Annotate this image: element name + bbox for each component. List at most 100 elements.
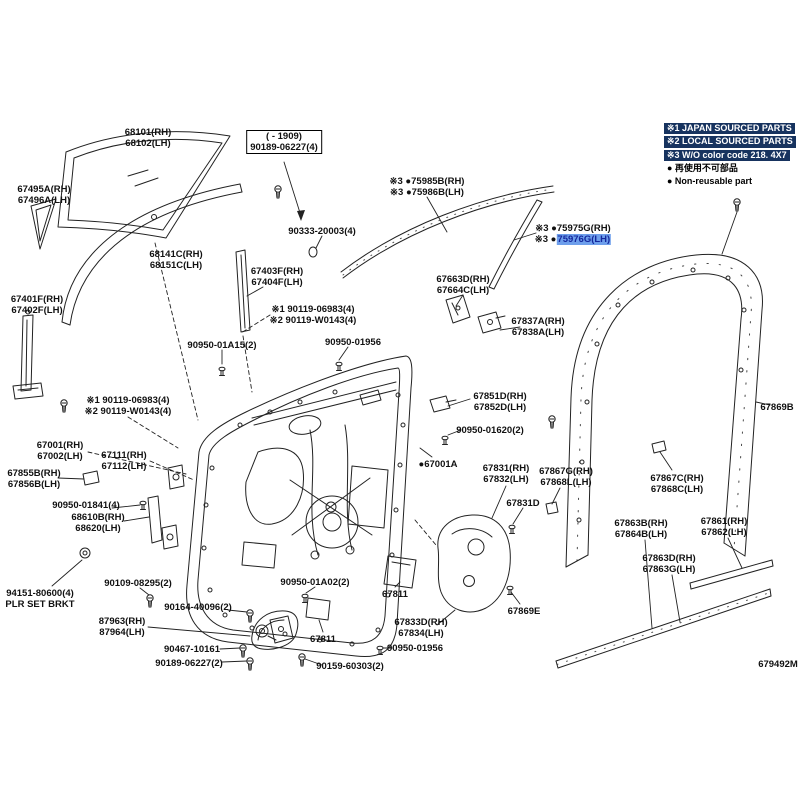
part-label-sash-left[interactable]: 67401F(RH)67402F(LH) bbox=[11, 294, 63, 316]
part-label-line: 67868L(LH) bbox=[540, 477, 592, 489]
part-label-armrest-67811-a[interactable]: 67811 bbox=[310, 634, 336, 645]
legend-item: ※2 LOCAL SOURCED PARTS bbox=[664, 136, 796, 148]
part-label-line: 94151-80600(4) bbox=[6, 588, 74, 599]
part-label-screw-10161[interactable]: 90467-10161 bbox=[164, 644, 220, 655]
part-label-line: 67831D bbox=[506, 498, 540, 509]
top-molding-part bbox=[340, 185, 555, 279]
part-label-line: 67869B bbox=[760, 402, 794, 413]
part-label-line: 67111(RH) bbox=[101, 450, 147, 461]
part-label-line: 67868C(LH) bbox=[650, 484, 704, 496]
legend: ※1 JAPAN SOURCED PARTS※2 LOCAL SOURCED P… bbox=[664, 123, 796, 187]
part-label-belt-67861[interactable]: 67861(RH)67862(LH) bbox=[701, 516, 747, 538]
part-label-clip-01a15[interactable]: 90950-01A15(2) bbox=[187, 340, 256, 351]
part-label-line: PLR SET BRKT bbox=[5, 599, 75, 611]
part-label-line: 67855B(RH) bbox=[7, 468, 61, 479]
corner-garnish-part bbox=[30, 198, 57, 250]
part-label-bolt-set-2[interactable]: ※1 90119-06983(4)※2 90119-W0143(4) bbox=[85, 395, 172, 417]
part-label-line: 67496A(LH) bbox=[17, 195, 71, 207]
part-label-molding-top[interactable]: ※3 ●75985B(RH)※3 ●75986B(LH) bbox=[390, 176, 465, 198]
part-label-mirror-87963[interactable]: 87963(RH)87964(LH) bbox=[99, 616, 145, 638]
part-label-line: 90164-40096(2) bbox=[164, 602, 232, 613]
part-label-frame-67111[interactable]: 67111(RH)67112(LH) bbox=[101, 450, 146, 472]
part-label-line: 68620(LH) bbox=[75, 523, 121, 535]
part-label-check-67851[interactable]: 67851D(RH)67852D(LH) bbox=[473, 391, 526, 413]
part-label-line: 67862(LH) bbox=[701, 527, 747, 539]
part-label-part-67001a[interactable]: ●67001A bbox=[418, 459, 457, 470]
part-label-line: 90950-01956 bbox=[387, 643, 443, 654]
part-label-line: ●67001A bbox=[418, 459, 458, 470]
part-label-clip-01956-a[interactable]: 90950-01956 bbox=[325, 337, 381, 348]
part-label-line: 68102(LH) bbox=[125, 138, 171, 150]
part-label-glass[interactable]: 68101(RH)68102(LH) bbox=[125, 127, 171, 149]
part-label-cover-67833[interactable]: 67833D(RH)67834(LH) bbox=[394, 617, 447, 639]
part-label-seal-67831d[interactable]: 67831D bbox=[506, 498, 539, 509]
part-label-panel-67001[interactable]: 67001(RH)67002(LH) bbox=[37, 440, 83, 462]
part-label-cushion-67867g[interactable]: 67867G(RH)67868L(LH) bbox=[539, 466, 593, 488]
part-label-date-part-box[interactable]: ( - 1909)90189-06227(4) bbox=[246, 130, 322, 155]
legend-item: ※3 W/O color code 218. 4X7 bbox=[664, 149, 790, 161]
part-label-screw-08295[interactable]: 90109-08295(2) bbox=[104, 578, 172, 589]
part-label-line: ※1 90119-06983(4) bbox=[271, 304, 355, 315]
part-label-line: ( - 1909) bbox=[266, 131, 302, 142]
door-inner-panel-part bbox=[186, 355, 413, 658]
part-label-line: 87964(LH) bbox=[99, 627, 145, 639]
part-label-line: 90467-10161 bbox=[164, 644, 220, 655]
part-label-line: 67856B(LH) bbox=[7, 479, 61, 491]
part-label-clip-01841[interactable]: 90950-01841(4) bbox=[52, 500, 120, 511]
part-label-line: 90189-06227(2) bbox=[155, 658, 223, 669]
left-sash-part bbox=[12, 309, 44, 400]
part-label-line: 679492M bbox=[758, 659, 798, 670]
door-opening-weatherstrip-part bbox=[565, 253, 763, 568]
part-label-line: 90950-01A02(2) bbox=[280, 577, 350, 588]
part-label-cushion-67867c[interactable]: 67867C(RH)67868C(LH) bbox=[650, 473, 703, 495]
selected-part-highlight[interactable]: 75976G(LH) bbox=[556, 234, 612, 246]
legend-item: ● Non-reusable part bbox=[667, 176, 752, 186]
part-label-plr-set-brkt[interactable]: 94151-80600(4)PLR SET BRKT bbox=[5, 588, 74, 610]
part-label-grommet-90333[interactable]: 90333-20003(4) bbox=[288, 226, 356, 237]
part-label-molding-select[interactable]: ※3 ●75975G(RH)※3 ●75976G(LH) bbox=[534, 223, 612, 246]
part-label-line: ※3 ●75976G(LH) bbox=[534, 234, 612, 246]
service-hole-cover-part bbox=[437, 501, 559, 613]
part-label-line: 90189-06227(4) bbox=[250, 142, 318, 154]
part-label-clip-01620[interactable]: 90950-01620(2) bbox=[456, 425, 524, 436]
part-label-line: 67112(LH) bbox=[101, 461, 147, 473]
part-label-frame-68610[interactable]: 68610B(RH)68620(LH) bbox=[71, 512, 124, 534]
part-label-line: ※2 90119-W0143(4) bbox=[84, 406, 172, 418]
part-label-line: 67863B(RH) bbox=[614, 518, 668, 529]
part-label-clip-01a02[interactable]: 90950-01A02(2) bbox=[280, 577, 349, 588]
part-label-molding-67863b[interactable]: 67863B(RH)67864B(LH) bbox=[614, 518, 667, 540]
part-label-corner-garnish[interactable]: 67495A(RH)67496A(LH) bbox=[17, 184, 70, 206]
part-label-screw-06227[interactable]: 90189-06227(2) bbox=[155, 658, 223, 669]
part-label-line: 67663D(RH) bbox=[436, 274, 490, 285]
part-label-bolt-set-1[interactable]: ※1 90119-06983(4)※2 90119-W0143(4) bbox=[270, 304, 357, 326]
hinge-parts bbox=[79, 464, 185, 559]
part-label-line: 68151C(LH) bbox=[149, 260, 203, 272]
part-label-cushion-67869e[interactable]: 67869E bbox=[508, 606, 541, 617]
armrest-parts bbox=[305, 555, 417, 621]
part-label-seal-67831[interactable]: 67831(RH)67832(LH) bbox=[483, 463, 529, 485]
part-label-line: 67838A(LH) bbox=[511, 327, 565, 339]
part-label-armrest-67811-b[interactable]: 67811 bbox=[382, 589, 408, 600]
part-label-sash-front[interactable]: 67403F(RH)67404F(LH) bbox=[251, 266, 303, 288]
part-label-line: 67863G(LH) bbox=[642, 564, 696, 576]
part-label-line: 67833D(RH) bbox=[394, 617, 448, 628]
part-label-line: ※1 90119-06983(4) bbox=[86, 395, 170, 406]
part-label-line: 68610B(RH) bbox=[71, 512, 125, 523]
part-label-screw-60303[interactable]: 90159-60303(2) bbox=[316, 661, 384, 672]
leader-lines bbox=[51, 161, 771, 666]
part-label-glass-run[interactable]: 68141C(RH)68151C(LH) bbox=[149, 249, 202, 271]
front-sash-part bbox=[235, 249, 251, 333]
glass-run-part bbox=[61, 183, 243, 326]
part-label-line: 67811 bbox=[382, 589, 408, 600]
part-label-clip-01956-b[interactable]: 90950-01956 bbox=[387, 643, 443, 654]
part-label-weatherstrip-67869b[interactable]: 67869B bbox=[760, 402, 793, 413]
part-label-screw-40096[interactable]: 90164-40096(2) bbox=[164, 602, 232, 613]
part-label-pad-67855[interactable]: 67855B(RH)67856B(LH) bbox=[7, 468, 60, 490]
part-label-line: 68141C(RH) bbox=[149, 249, 203, 260]
part-label-check-67837[interactable]: 67837A(RH)67838A(LH) bbox=[511, 316, 564, 338]
part-label-molding-67863d[interactable]: 67863D(RH)67863G(LH) bbox=[642, 553, 695, 575]
part-label-bracket-67663[interactable]: 67663D(RH)67664C(LH) bbox=[436, 274, 489, 296]
part-label-line: ※2 90119-W0143(4) bbox=[269, 315, 357, 327]
